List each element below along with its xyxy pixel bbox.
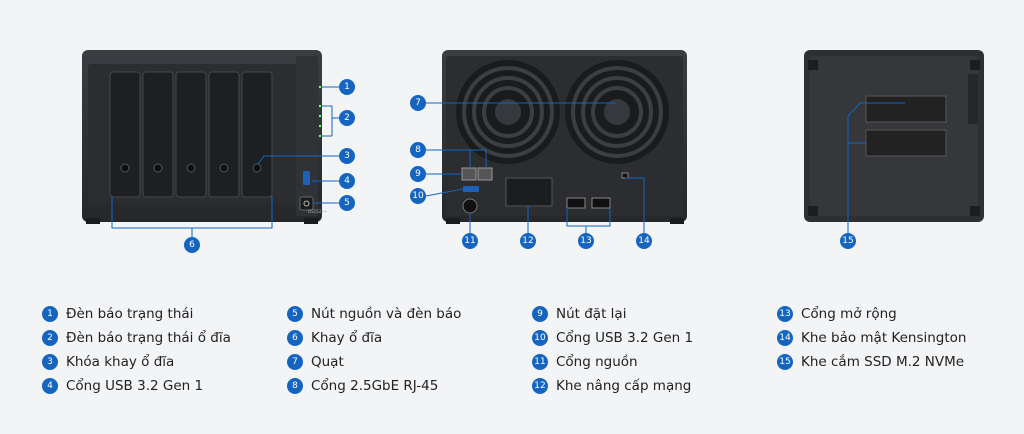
legend-badge: 12 [532,378,548,394]
callout-badges: 1 2 3 4 5 6 7 8 9 10 11 12 13 14 15 [184,79,856,253]
svg-text:2: 2 [344,113,350,123]
legend-column-3: 9 Nút đặt lại 10 Cổng USB 3.2 Gen 1 11 Cổng… [532,302,693,398]
svg-text:10: 10 [412,191,424,201]
legend-badge: 4 [42,378,58,394]
fans [456,60,669,164]
callout-badge-9 [410,166,426,182]
svg-text:4: 4 [344,176,350,186]
legend-item: 7 Quạt [287,350,461,374]
svg-text:14: 14 [638,236,650,246]
legend-item: 3 Khóa khay ổ đĩa [42,350,231,374]
drive-bays [109,71,273,198]
legend-label: Khe cắm SSD M.2 NVMe [801,354,965,370]
svg-text:5: 5 [344,198,350,208]
svg-text:15: 15 [842,236,853,246]
legend-badge: 8 [287,378,303,394]
legend-item: 2 Đèn báo trạng thái ổ đĩa [42,326,231,350]
callout-badge-4 [339,173,355,189]
legend-badge: 10 [532,330,548,346]
legend-label: Khay ổ đĩa [311,330,383,346]
device-model-label: DS1522+ [308,209,327,214]
svg-text:1: 1 [344,82,350,92]
bottom-view [804,50,984,222]
legend-label: Cổng 2.5GbE RJ-45 [311,378,439,394]
legend-item: 12 Khe nâng cấp mạng [532,374,693,398]
callout-badge-7 [410,95,426,111]
back-view [442,50,687,224]
callout-badge-14 [636,233,652,249]
legend-item: 5 Nút nguồn và đèn báo [287,302,461,326]
legend-label: Nút nguồn và đèn báo [311,306,462,322]
front-view: DS1522+ [82,50,327,224]
legend-item: 8 Cổng 2.5GbE RJ-45 [287,374,461,398]
legend-badge: 13 [777,306,793,322]
device-diagram: DS1522+ [82,50,984,253]
callout-badge-10 [410,188,426,204]
legend-label: Nút đặt lại [556,306,627,322]
legend-item: 13 Cổng mở rộng [777,302,966,326]
legend-badge: 6 [287,330,303,346]
callout-badge-6 [184,237,200,253]
legend-badge: 14 [777,330,793,346]
legend-item: 4 Cổng USB 3.2 Gen 1 [42,374,231,398]
callout-badge-2 [339,110,355,126]
callout-badge-3 [339,148,355,164]
legend-item: 10 Cổng USB 3.2 Gen 1 [532,326,693,350]
svg-text:7: 7 [415,98,421,108]
legend-item: 6 Khay ổ đĩa [287,326,461,350]
legend-label: Khe bảo mật Kensington [801,330,967,346]
svg-text:13: 13 [580,236,591,246]
leader-lines [111,86,905,238]
callout-badge-15 [840,233,856,249]
svg-text:6: 6 [189,240,195,250]
callout-badge-11 [462,233,478,249]
legend: 1 Đèn báo trạng thái 2 Đèn báo trạng thái … [0,302,1024,434]
legend-label: Khóa khay ổ đĩa [66,354,175,370]
callout-badge-8 [410,142,426,158]
callout-badge-5 [339,195,355,211]
legend-badge: 15 [777,354,793,370]
legend-item: 14 Khe bảo mật Kensington [777,326,966,350]
legend-column-1: 1 Đèn báo trạng thái 2 Đèn báo trạng thái … [42,302,231,398]
legend-item: 1 Đèn báo trạng thái [42,302,231,326]
svg-text:9: 9 [415,169,421,179]
legend-label: Đèn báo trạng thái ổ đĩa [66,330,231,346]
legend-label: Khe nâng cấp mạng [556,378,692,394]
callout-badge-13 [578,233,594,249]
svg-text:8: 8 [415,145,421,155]
legend-badge: 7 [287,354,303,370]
legend-item: 11 Cổng nguồn [532,350,693,374]
legend-label: Cổng nguồn [556,354,638,370]
legend-label: Quạt [311,354,344,370]
legend-badge: 5 [287,306,303,322]
callout-badge-12 [520,233,536,249]
legend-label: Cổng USB 3.2 Gen 1 [556,330,694,346]
legend-item: 9 Nút đặt lại [532,302,693,326]
legend-badge: 9 [532,306,548,322]
legend-badge: 1 [42,306,58,322]
legend-badge: 3 [42,354,58,370]
svg-text:12: 12 [522,236,533,246]
legend-badge: 11 [532,354,548,370]
svg-text:3: 3 [344,151,350,161]
legend-label: Đèn báo trạng thái [66,306,194,322]
callout-badge-1 [339,79,355,95]
legend-label: Cổng USB 3.2 Gen 1 [66,378,204,394]
svg-text:11: 11 [464,236,475,246]
legend-item: 15 Khe cắm SSD M.2 NVMe [777,350,966,374]
legend-label: Cổng mở rộng [801,306,897,322]
legend-badge: 2 [42,330,58,346]
